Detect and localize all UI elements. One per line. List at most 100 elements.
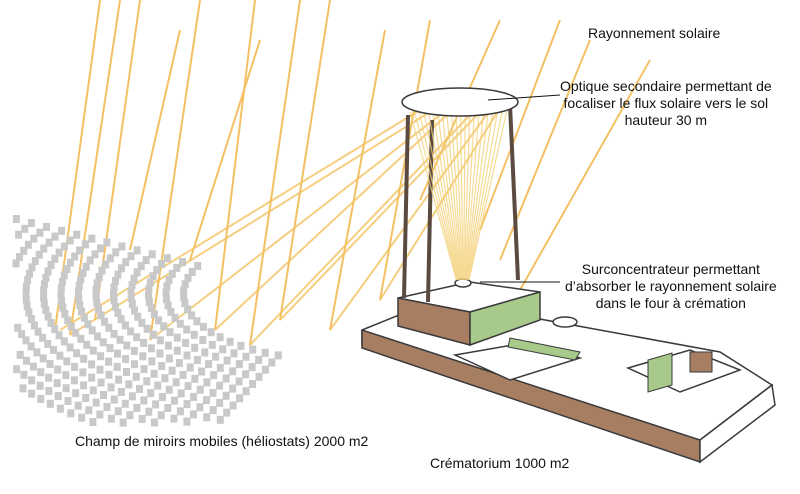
heliostat-mirror [181,299,189,308]
heliostat-mirror [54,392,62,401]
heliostat-mirror [119,418,127,427]
heliostat-mirror [181,280,189,289]
heliostat-mirror [184,305,192,314]
heliostat-mirror [91,250,99,259]
heliostat-mirror [40,286,48,295]
heliostat-mirror [201,348,209,357]
label-optique-line-2: focaliser le flux solaire vers le sol [563,95,769,111]
heliostat-mirror [72,328,80,337]
heliostat-mirror [75,294,83,303]
focused-ray [468,111,508,281]
heliostat-mirror [203,378,211,387]
focused-ray [455,111,463,281]
heliostat-mirror [130,274,138,283]
heliostat-mirror [100,391,107,399]
reflected-ray [214,111,451,331]
heliostat-mirror [13,365,21,374]
heliostat-mirror [210,371,218,380]
heliostat-mirror [128,392,136,401]
heliostat-mirror [96,410,104,419]
heliostat-mirror [149,330,157,339]
upper-block-glass [469,291,541,347]
patio-glass-right [647,352,673,393]
heliostat-mirror [89,346,97,355]
heliostat-mirror [56,351,64,360]
heliostat-mirror [84,320,92,329]
heliostat-mirror [152,400,160,409]
heliostat-mirror [188,311,196,320]
heliostat-mirror [97,378,105,387]
heliostat-mirror [80,313,88,322]
heliostat-mirror [166,328,174,337]
heliostat-mirror [39,354,47,363]
heliostat-mirror [106,344,114,353]
reflected-ray [69,111,431,336]
heliostat-mirror [58,297,65,306]
heliostat-mirror [147,389,155,398]
heliostat-mirror [173,333,181,342]
heliostat-mirror [40,299,48,308]
heliostat-mirror [36,228,44,237]
heliostat-mirror [155,316,162,325]
heliostat-mirror [216,381,224,390]
heliostat-mirror [133,268,141,277]
heliostat-mirror [203,413,211,422]
heliostat-mirror [12,259,20,268]
heliostat-mirror [103,238,111,247]
heliostat-mirror [55,248,63,257]
secondary-optic [401,87,519,117]
heliostat-mirror [40,293,48,302]
heliostat-mirror [180,286,188,295]
heliostat-mirror [122,355,130,363]
heliostat-mirror [140,338,148,347]
heliostat-mirror [80,354,88,363]
reflected-ray [279,111,481,321]
heliostat-mirror [189,410,197,419]
heliostat-mirror [24,240,32,249]
heliostat-mirror [36,381,44,390]
heliostat-mirror [131,360,138,369]
heliostat-mirror [89,418,97,426]
heliostat-mirror [79,269,87,277]
heliostat-mirror [180,292,188,301]
heliostat-mirror [242,352,250,361]
heliostat-mirror [25,308,33,317]
incident-ray [379,19,431,301]
incident-ray [249,0,301,346]
heliostat-mirror [205,360,213,369]
heliostat-mirror [92,292,100,301]
heliostat-mirror [96,365,104,374]
heliostat-mirror [71,363,79,371]
focused-ray [465,111,485,281]
heliostat-mirror [261,365,269,374]
heliostat-mirror [127,252,135,261]
focused-ray [423,111,459,281]
heliostat-mirror [132,372,140,381]
heliostat-mirror [46,399,54,408]
heliostat-mirror [248,363,256,372]
heliostat-mirror [47,261,55,269]
label-optique-line-3: hauteur 30 m [624,112,708,128]
heliostat-mirror [229,367,237,376]
heliostat-mirror [194,262,202,270]
heliostat-mirror [71,252,79,261]
heliostat-mirror [78,307,86,316]
heliostat-mirror [131,306,138,315]
heliostat-mirror [143,324,151,333]
heliostat-mirror [58,277,66,286]
heliostat-mirror [145,297,153,306]
heliostat-mirror [176,407,184,416]
heliostat-mirror [140,365,148,374]
crematorium-building [361,278,776,464]
heliostat-mirror [76,246,84,255]
heliostat-mirror [63,265,71,273]
incident-ray [129,29,181,251]
heliostat-mirror [42,273,50,282]
heliostat-mirror [97,311,105,320]
heliostat-mirror [209,406,217,415]
heliostat-mirror [117,315,125,324]
heliostat-mirror [72,389,80,398]
heliostat-mirror [18,330,26,339]
heliostat-mirror [142,256,150,265]
heliostat-mirror [133,333,141,342]
